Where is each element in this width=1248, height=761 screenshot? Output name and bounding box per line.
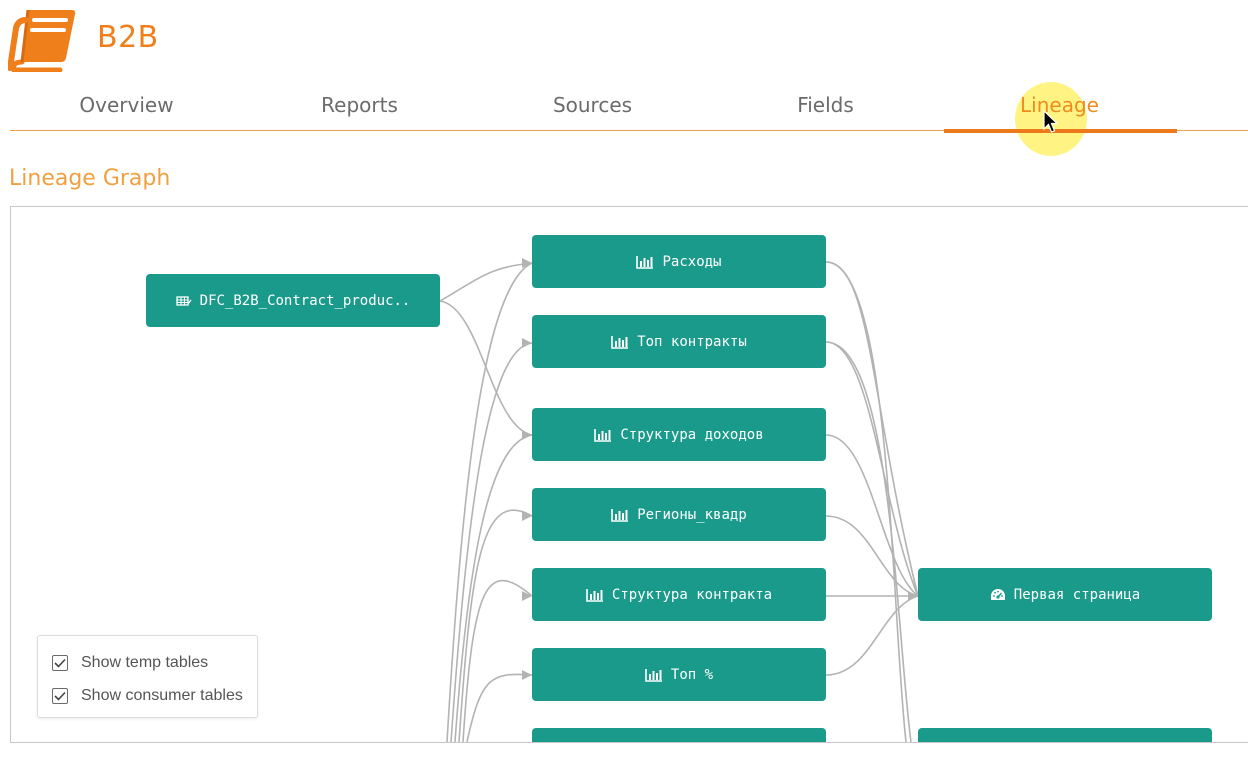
edge [825, 261, 907, 742]
edge-arrow [522, 511, 532, 521]
show-temp-tables-checkbox[interactable]: Show temp tables [52, 654, 208, 672]
tab-bar: Overview Reports Sources Fields [10, 88, 1248, 131]
graph-options-panel: Show temp tables Show consumer tables [37, 635, 258, 718]
edge [458, 509, 533, 742]
report-node[interactable]: Топ % [532, 648, 826, 701]
edge [825, 341, 919, 597]
edge-arrow [522, 258, 532, 268]
bar-chart-icon [636, 255, 654, 269]
edge [825, 515, 919, 597]
bar-chart-icon [594, 428, 612, 442]
report-node[interactable]: Регионы_квадр [532, 488, 826, 541]
edge [446, 262, 533, 742]
report-node[interactable]: Топ контракты [532, 315, 826, 368]
show-consumer-tables-checkbox[interactable]: Show consumer tables [52, 687, 243, 705]
tab-sources[interactable]: Sources [552, 93, 633, 117]
edge-arrow [522, 338, 532, 348]
active-tab-indicator [944, 129, 1177, 133]
node-label: Топ контракты [637, 333, 747, 350]
edge [825, 261, 919, 597]
dashboard-node[interactable]: Первая страница [918, 568, 1212, 621]
bar-chart-icon [645, 668, 663, 682]
edge [825, 341, 912, 742]
table-icon [175, 295, 192, 307]
node-label: Структура доходов [620, 426, 764, 443]
node-label: Структура контракта [611, 586, 773, 603]
tab-lineage[interactable]: Lineage [1020, 93, 1099, 117]
node-label: DFC_B2B_Contract_produc.. [199, 292, 411, 309]
edge-arrow [908, 591, 918, 601]
checkbox-label: Show temp tables [81, 654, 209, 671]
checkbox-checked-icon[interactable] [52, 655, 68, 671]
node-label: Расходы [662, 253, 722, 270]
tab-fields[interactable]: Fields [797, 93, 854, 117]
report-node[interactable]: Расходы [532, 235, 826, 288]
app-title: B2B [97, 20, 159, 55]
node-label: Первая страница [1013, 586, 1141, 603]
tab-overview[interactable]: Overview [79, 93, 174, 117]
edge [462, 579, 533, 742]
report-node[interactable]: Структура контракта [532, 568, 826, 621]
edge [466, 673, 533, 742]
graph-edges [439, 258, 919, 742]
edge-arrow [522, 591, 532, 601]
checkbox-label: Show consumer tables [81, 687, 243, 704]
edge [825, 434, 919, 597]
dashboard-icon [990, 588, 1006, 602]
edge [454, 434, 533, 742]
edge-arrow [522, 430, 532, 440]
bar-chart-icon [611, 335, 629, 349]
book-icon [7, 8, 76, 73]
bar-chart-icon [586, 588, 604, 602]
edge [450, 342, 533, 742]
lineage-graph[interactable]: DFC_B2B_Contract_produc.. Расходы Топ ко… [10, 206, 1248, 743]
node-label: Топ % [670, 666, 714, 683]
checkbox-checked-icon[interactable] [52, 688, 68, 704]
section-title: Lineage Graph [9, 166, 171, 191]
edge [825, 595, 919, 676]
tab-reports[interactable]: Reports [321, 93, 398, 117]
source-table-node[interactable]: DFC_B2B_Contract_produc.. [146, 274, 440, 327]
edge [439, 262, 533, 302]
mouse-cursor-icon [1043, 109, 1059, 139]
dashboard-node[interactable] [918, 728, 1212, 742]
bar-chart-icon [611, 508, 629, 522]
node-label: Регионы_квадр [637, 506, 747, 523]
report-node[interactable]: Структура доходов [532, 408, 826, 461]
report-node[interactable] [532, 728, 826, 742]
edge-arrow [522, 670, 532, 680]
